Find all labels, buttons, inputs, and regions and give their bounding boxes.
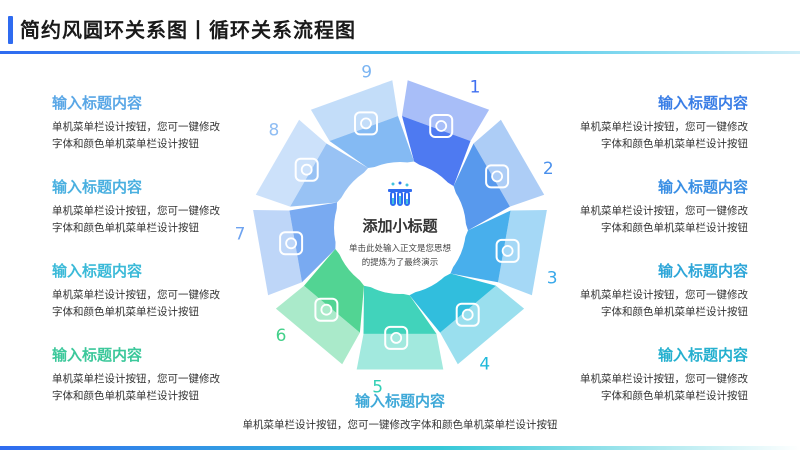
- coins-icon: [314, 297, 339, 322]
- right-item-heading: 输入标题内容: [657, 178, 748, 196]
- body-line: 字体和颜色单机菜单栏设计按钮: [601, 222, 748, 234]
- bar-chart-icon: [485, 164, 510, 189]
- segment-number-7: 7: [235, 225, 246, 245]
- segment-number-9: 9: [361, 63, 372, 83]
- segment-number-6: 6: [276, 326, 287, 346]
- footer-divider: [0, 446, 800, 450]
- dollar-frame-icon: [429, 114, 454, 138]
- ring-segment-4-outer: [440, 285, 525, 365]
- dollar-circle-icon: [384, 325, 409, 350]
- right-item-body: 单机菜单栏设计按钮，您可一键修改 字体和颜色单机菜单栏设计按钮: [538, 371, 748, 405]
- right-item-heading: 输入标题内容: [657, 94, 748, 112]
- right-item-heading: 输入标题内容: [657, 346, 748, 364]
- body-line: 单机菜单栏设计按钮，您可一键修改: [580, 289, 748, 301]
- left-item-body: 单机菜单栏设计按钮，您可一键修改 字体和颜色单机菜单栏设计按钮: [52, 371, 262, 405]
- ring-segment-7: [289, 202, 337, 283]
- ring-segment-9: [329, 116, 415, 168]
- ring-segment-6-outer: [275, 285, 360, 365]
- ring-segment-5: [363, 285, 437, 334]
- money-search-icon: [294, 157, 319, 182]
- body-line: 字体和颜色单机菜单栏设计按钮: [52, 138, 199, 150]
- ring-segment-5-outer: [356, 333, 444, 370]
- center-body-line: 的提炼为了最终演示: [361, 258, 439, 268]
- test-tubes-icon: [388, 181, 412, 206]
- body-line: 单机菜单栏设计按钮，您可一键修改: [580, 205, 748, 217]
- center-disc: [334, 162, 466, 294]
- ring-segment-3-outer: [498, 210, 547, 296]
- body-line: 单机菜单栏设计按钮，您可一键修改: [580, 121, 748, 133]
- center-body-line: 单击此处输入正文是您思想: [348, 244, 451, 254]
- growth-chart-icon: [279, 231, 304, 256]
- right-item-body: 单机菜单栏设计按钮，您可一键修改 字体和颜色单机菜单栏设计按钮: [538, 287, 748, 321]
- right-item-4: 输入标题内容 单机菜单栏设计按钮，您可一键修改 字体和颜色单机菜单栏设计按钮: [538, 344, 748, 405]
- ring-segment-6: [304, 249, 364, 333]
- ring-segment-8: [290, 143, 369, 207]
- segment-number-4: 4: [479, 355, 490, 375]
- body-line: 字体和颜色单机菜单栏设计按钮: [601, 306, 748, 318]
- title-accent-bar: [8, 16, 13, 44]
- body-line: 字体和颜色单机菜单栏设计按钮: [52, 390, 199, 402]
- header-divider: [0, 51, 800, 54]
- ring-segment-3: [450, 210, 511, 283]
- body-line: 字体和颜色单机菜单栏设计按钮: [52, 306, 199, 318]
- left-item-4: 输入标题内容 单机菜单栏设计按钮，您可一键修改 字体和颜色单机菜单栏设计按钮: [52, 344, 262, 405]
- segment-number-1: 1: [470, 78, 481, 98]
- bottom-item-body: 单机菜单栏设计按钮，您可一键修改字体和颜色单机菜单栏设计按钮: [242, 419, 558, 431]
- ring-segment-2: [453, 143, 510, 231]
- segment-number-5: 5: [372, 377, 383, 397]
- right-item-heading: 输入标题内容: [657, 262, 748, 280]
- segment-number-3: 3: [547, 268, 558, 288]
- body-line: 单机菜单栏设计按钮，您可一键修改: [52, 121, 220, 133]
- ring-segment-1: [402, 116, 471, 187]
- left-item-body: 单机菜单栏设计按钮，您可一键修改 字体和颜色单机菜单栏设计按钮: [52, 287, 262, 321]
- person-arrows-icon: [354, 111, 378, 136]
- left-item-heading: 输入标题内容: [52, 94, 143, 112]
- ring-segment-1-outer: [402, 80, 490, 141]
- left-item-heading: 输入标题内容: [52, 346, 143, 364]
- body-line: 单机菜单栏设计按钮，您可一键修改: [52, 205, 220, 217]
- ring-segment-9-outer: [310, 80, 398, 141]
- center-title: 添加小标题: [362, 217, 438, 235]
- left-item-body: 单机菜单栏设计按钮，您可一键修改 字体和颜色单机菜单栏设计按钮: [52, 203, 262, 237]
- center-body: 单击此处输入正文是您思想 的提炼为了最终演示: [330, 242, 470, 270]
- header: 简约风圆环关系图丨循环关系流程图: [0, 0, 800, 56]
- body-line: 字体和颜色单机菜单栏设计按钮: [601, 138, 748, 150]
- left-item-1: 输入标题内容 单机菜单栏设计按钮，您可一键修改 字体和颜色单机菜单栏设计按钮: [52, 92, 262, 153]
- segment-number-2: 2: [543, 159, 554, 179]
- left-item-heading: 输入标题内容: [52, 178, 143, 196]
- yuan-refresh-icon: [495, 238, 520, 263]
- left-item-heading: 输入标题内容: [52, 262, 143, 280]
- ring-segment-2-outer: [473, 119, 545, 207]
- right-item-3: 输入标题内容 单机菜单栏设计按钮，您可一键修改 字体和颜色单机菜单栏设计按钮: [538, 260, 748, 321]
- left-item-body: 单机菜单栏设计按钮，您可一键修改 字体和颜色单机菜单栏设计按钮: [52, 119, 262, 153]
- left-item-2: 输入标题内容 单机菜单栏设计按钮，您可一键修改 字体和颜色单机菜单栏设计按钮: [52, 176, 262, 237]
- page-title: 简约风圆环关系图丨循环关系流程图: [20, 18, 356, 42]
- bottom-item: 输入标题内容 单机菜单栏设计按钮，您可一键修改字体和颜色单机菜单栏设计按钮: [200, 390, 600, 432]
- ring-segment-8-outer: [255, 119, 327, 207]
- bottom-item-heading: 输入标题内容: [354, 392, 445, 410]
- right-item-2: 输入标题内容 单机菜单栏设计按钮，您可一键修改 字体和颜色单机菜单栏设计按钮: [538, 176, 748, 237]
- right-item-1: 输入标题内容 单机菜单栏设计按钮，您可一键修改 字体和颜色单机菜单栏设计按钮: [538, 92, 748, 153]
- body-line: 单机菜单栏设计按钮，您可一键修改: [52, 373, 220, 385]
- center-text: 添加小标题 单击此处输入正文是您思想 的提炼为了最终演示: [330, 215, 470, 270]
- right-item-body: 单机菜单栏设计按钮，您可一键修改 字体和颜色单机菜单栏设计按钮: [538, 119, 748, 153]
- left-item-3: 输入标题内容 单机菜单栏设计按钮，您可一键修改 字体和颜色单机菜单栏设计按钮: [52, 260, 262, 321]
- segment-number-8: 8: [268, 121, 279, 141]
- laptop-gear-icon: [455, 302, 480, 327]
- body-line: 字体和颜色单机菜单栏设计按钮: [601, 390, 748, 402]
- body-line: 单机菜单栏设计按钮，您可一键修改: [52, 289, 220, 301]
- ring-segment-4: [409, 273, 496, 333]
- right-item-body: 单机菜单栏设计按钮，您可一键修改 字体和颜色单机菜单栏设计按钮: [538, 203, 748, 237]
- body-line: 字体和颜色单机菜单栏设计按钮: [52, 222, 199, 234]
- body-line: 单机菜单栏设计按钮，您可一键修改: [580, 373, 748, 385]
